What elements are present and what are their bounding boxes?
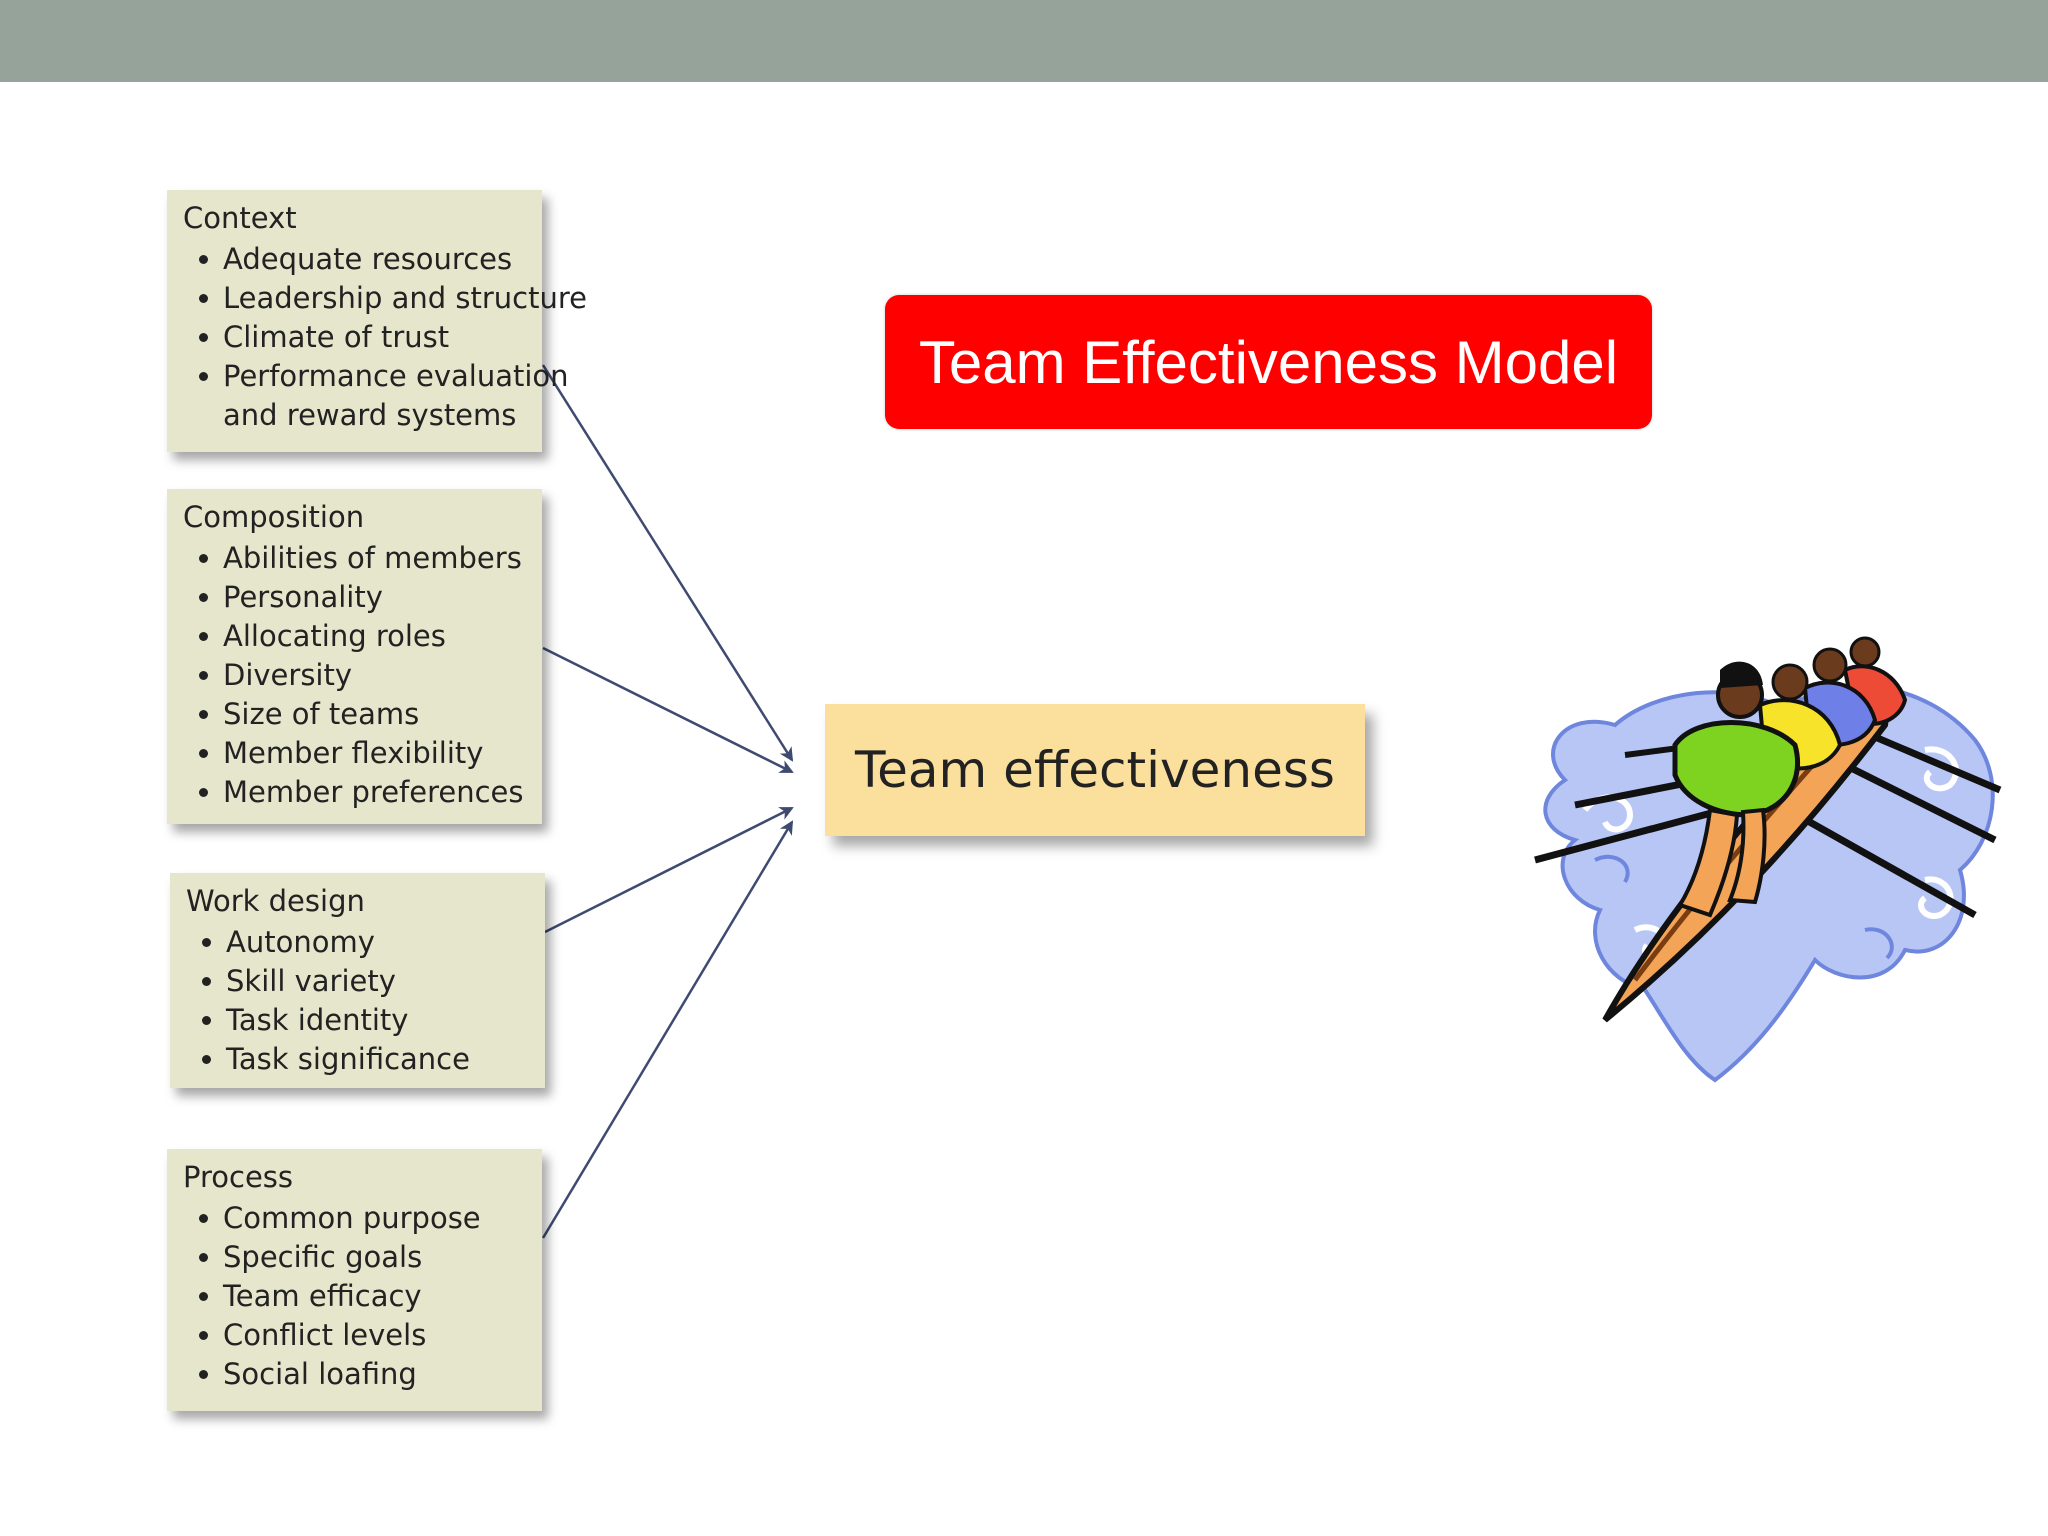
factor-item: Team efficacy <box>183 1277 542 1316</box>
bullet <box>199 593 208 602</box>
arrow-context <box>541 364 794 762</box>
factor-box-process: Process Common purpose Specific goals Te… <box>167 1149 542 1411</box>
factor-item: Member preferences <box>183 773 542 812</box>
arrow-process <box>541 820 794 1239</box>
factor-item: Allocating roles <box>183 617 542 656</box>
factor-item-label: Conflict levels <box>223 1318 427 1352</box>
factor-item: Diversity <box>183 656 542 695</box>
bullet <box>202 977 211 986</box>
factor-item-label: Member preferences <box>223 775 524 809</box>
factor-item-label: Member flexibility <box>223 736 484 770</box>
outcome-label: Team effectiveness <box>855 741 1335 799</box>
factor-item: Common purpose <box>183 1199 542 1238</box>
factor-item: Size of teams <box>183 695 542 734</box>
factor-item-label: Abilities of members <box>223 541 522 575</box>
factor-item: Climate of trust <box>183 318 542 357</box>
bullet <box>202 1016 211 1025</box>
factor-item: Social loafing <box>183 1355 542 1394</box>
bullet <box>202 1055 211 1064</box>
bullet <box>199 1214 208 1223</box>
factor-item-label: Size of teams <box>223 697 420 731</box>
bullet <box>202 938 211 947</box>
factor-item-label: Task identity <box>226 1003 409 1037</box>
factor-title: Process <box>183 1160 294 1194</box>
factor-box-context: Context Adequate resources Leadership an… <box>167 190 587 452</box>
factor-item-label: Social loafing <box>223 1357 417 1391</box>
bullet <box>199 1292 208 1301</box>
factor-item: Task identity <box>186 1001 545 1040</box>
bullet <box>199 749 208 758</box>
factor-item: Leadership and structure <box>183 279 587 318</box>
factor-item-label: Team efficacy <box>223 1279 422 1313</box>
factor-box-work-design: Work design Autonomy Skill variety Task … <box>170 873 545 1088</box>
factor-item-label: Leadership and structure <box>223 281 587 315</box>
factor-item: Specific goals <box>183 1238 542 1277</box>
bullet <box>199 1370 208 1379</box>
arrow-composition <box>542 646 794 774</box>
bullet <box>199 554 208 563</box>
factor-item: Adequate resources <box>183 240 542 279</box>
factor-item-label: Climate of trust <box>223 320 450 354</box>
factor-item-label: Allocating roles <box>223 619 446 653</box>
factor-item: Task significance <box>186 1040 545 1079</box>
factor-item-label: Specific goals <box>223 1240 423 1274</box>
factor-item: Member flexibility <box>183 734 542 773</box>
factor-item: Conflict levels <box>183 1316 542 1355</box>
top-band <box>0 0 2048 82</box>
factor-item-label: Common purpose <box>223 1201 481 1235</box>
bullet <box>199 788 208 797</box>
factor-item-label: Task significance <box>226 1042 470 1076</box>
bullet <box>199 333 208 342</box>
rowing-team-icon <box>1534 636 2002 1083</box>
factor-item-label: Personality <box>223 580 383 614</box>
factor-item: Performance evaluation <box>183 357 569 396</box>
factor-item: Abilities of members <box>183 539 542 578</box>
page-title: Team Effectiveness Model <box>918 328 1619 396</box>
factor-title: Context <box>183 201 297 235</box>
factor-title: Composition <box>183 500 365 534</box>
bullet <box>199 255 208 264</box>
factor-item-label: Skill variety <box>226 964 396 998</box>
bullet <box>199 671 208 680</box>
bullet <box>199 1253 208 1262</box>
factor-item-label: Adequate resources <box>223 242 513 276</box>
arrow-work-design <box>544 806 794 934</box>
title-badge: Team Effectiveness Model <box>885 295 1652 429</box>
factor-item-label: Diversity <box>223 658 353 692</box>
factor-item-continuation: and reward systems <box>183 396 542 435</box>
bullet <box>199 372 208 381</box>
bullet <box>199 294 208 303</box>
factor-item: Personality <box>183 578 542 617</box>
factor-item: Autonomy <box>186 923 545 962</box>
bullet <box>199 632 208 641</box>
bullet <box>199 710 208 719</box>
factor-title: Work design <box>186 884 365 918</box>
factor-item-label: Performance evaluation <box>223 359 569 393</box>
factor-box-composition: Composition Abilities of members Persona… <box>167 489 542 824</box>
factor-item-label: and reward systems <box>223 398 517 432</box>
outcome-box: Team effectiveness <box>825 704 1365 836</box>
factor-item-label: Autonomy <box>226 925 375 959</box>
factor-item: Skill variety <box>186 962 545 1001</box>
bullet <box>199 1331 208 1340</box>
